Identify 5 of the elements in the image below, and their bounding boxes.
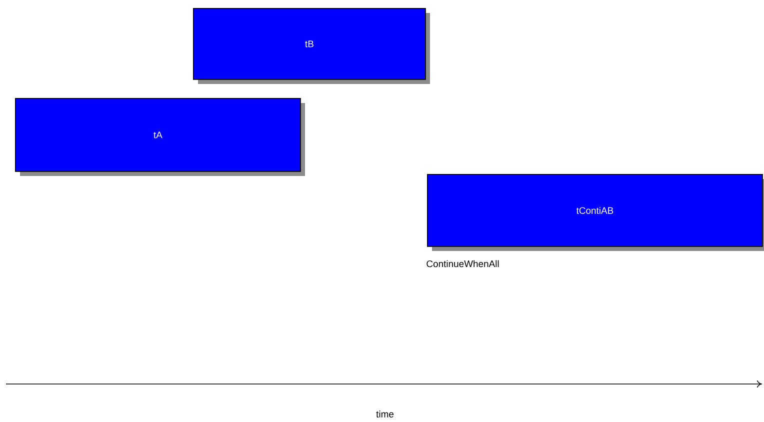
task-box: tContiAB bbox=[427, 174, 764, 251]
caption-text: ContinueWhenAll bbox=[426, 260, 499, 268]
axis-label: time bbox=[376, 410, 394, 418]
task-box: tB bbox=[193, 8, 430, 84]
task-box: tA bbox=[15, 98, 305, 176]
